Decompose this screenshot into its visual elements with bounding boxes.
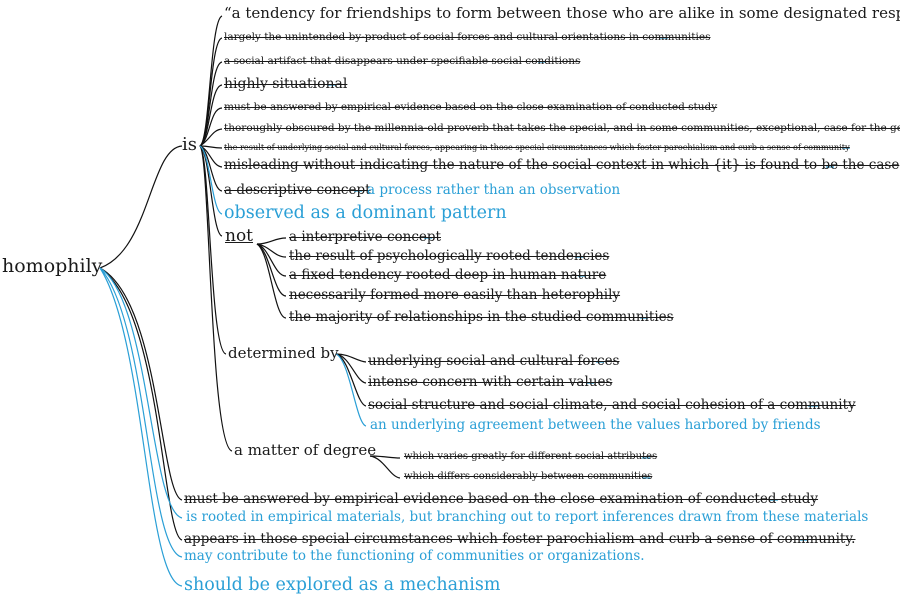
is-item-1: largely the unintended by-product of soc… [224, 31, 711, 43]
degree-item-0: which varies greatly for different socia… [404, 451, 658, 462]
connector-root-bottom-blue-2 [99, 267, 183, 558]
connector-root-is [99, 145, 183, 269]
root-item-3-revision: may contribute to the functioning of com… [184, 548, 645, 564]
is-item-6: the result of underlying social and cult… [224, 142, 850, 152]
determined-by-node: determined by [228, 344, 339, 362]
root-item-0: must be answered by empirical evidence b… [184, 491, 819, 507]
connector-root-bottom-blue-3 [99, 267, 183, 587]
is-node: is [182, 134, 197, 155]
connector-root-bottom-2 [99, 267, 183, 541]
not-item-0: a interpretive concept [289, 229, 441, 245]
root-node: homophily [2, 255, 103, 277]
determined-item-3-revision: an underlying agreement between the valu… [370, 417, 821, 433]
not-node: not [225, 226, 254, 246]
is-item-5: thoroughly obscured by the millennia-old… [224, 122, 900, 134]
determined-item-1: intense concern with certain values [368, 374, 613, 390]
degree-node: a matter of degree [234, 441, 377, 459]
is-item-8: a descriptive concept [224, 182, 371, 198]
is-item-9-revision: a process rather than an observation [367, 182, 621, 198]
connector-is-degree [199, 145, 233, 452]
is-item-definition: “a tendency for friendships to form betw… [224, 4, 900, 22]
determined-item-2: social structure and social climate, and… [368, 397, 856, 413]
not-item-3: necessarily formed more easily than hete… [289, 287, 621, 303]
root-item-2: appears in those special circumstances w… [184, 531, 856, 547]
connector-root-bottom-blue-1 [99, 267, 183, 519]
not-item-4: the majority of relationships in the stu… [289, 309, 674, 325]
is-item-7: misleading without indicating the nature… [224, 157, 900, 173]
is-item-10-revision: observed as a dominant pattern [224, 203, 507, 223]
is-item-3: highly situational [224, 76, 348, 92]
determined-item-0: underlying social and cultural forces [368, 353, 620, 369]
is-item-4: must be answered by empirical evidence b… [224, 101, 718, 113]
not-item-1: the result of psychologically rooted ten… [289, 248, 610, 264]
is-item-2: a social artifact that disappears under … [224, 55, 581, 67]
root-item-4-revision: should be explored as a mechanism [184, 575, 501, 595]
degree-item-1: which differs considerably between commu… [404, 471, 653, 482]
root-item-1-revision: is rooted in empirical materials, but br… [186, 509, 869, 525]
connector-root-bottom-1 [99, 267, 183, 501]
not-item-2: a fixed tendency rooted deep in human na… [289, 267, 607, 283]
